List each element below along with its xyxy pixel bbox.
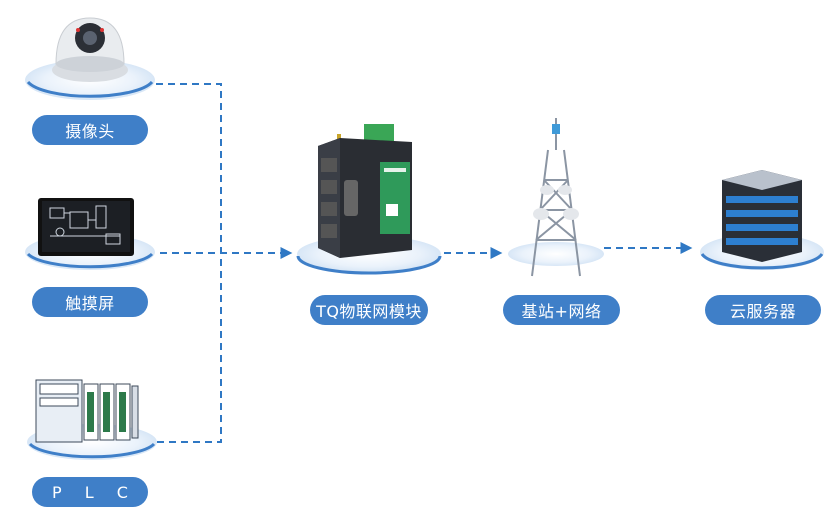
touchscreen-node-graphic [25,198,155,270]
camera-node-graphic [25,17,155,100]
plc-icon [35,379,139,443]
plc-node-graphic [27,379,157,460]
server-icon [722,170,802,262]
cloud-server-label: 云服务器 [705,295,821,325]
camera-icon [52,17,128,82]
iot-module-label: TQ物联网模块 [310,295,428,325]
iot-module-node-graphic [296,124,442,275]
base-station-node-graphic [508,118,604,277]
camera-line [156,83,222,443]
plc-label: P L C [32,477,148,507]
camera-label: 摄像头 [32,115,148,145]
iot-module-icon [318,124,412,258]
connector-lines [156,83,693,443]
touchscreen-label: 触摸屏 [32,287,148,317]
cloud-server-node-graphic [700,170,824,270]
base-station-label: 基站+网络 [503,295,620,325]
touchscreen-icon [38,198,134,256]
